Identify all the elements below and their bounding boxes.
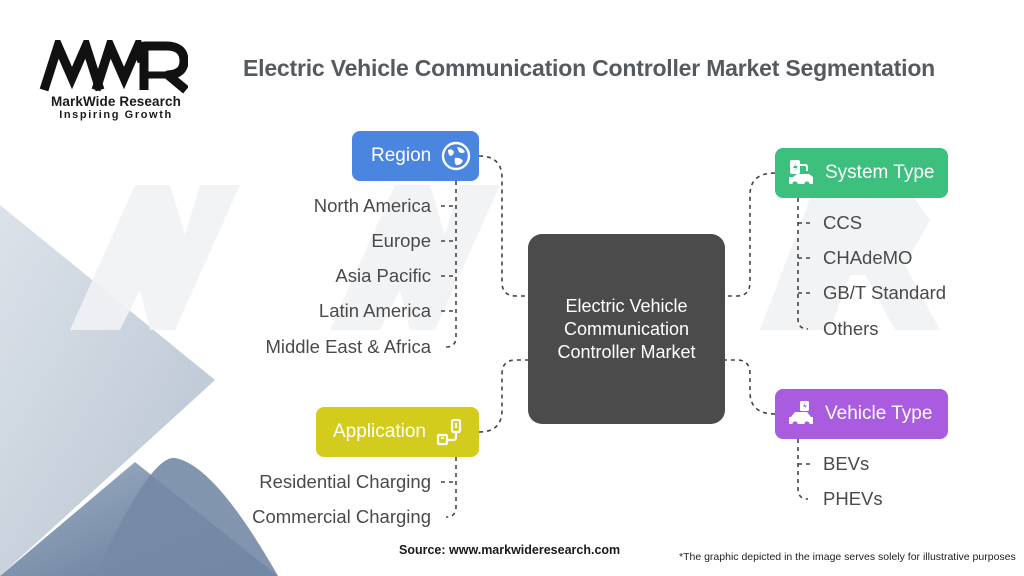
connector-vehicle-center bbox=[725, 359, 776, 415]
connector-application-list bbox=[445, 457, 457, 518]
background-shape-arc bbox=[95, 457, 278, 576]
logo-name: MarkWide Research bbox=[51, 94, 181, 109]
page-title: Electric Vehicle Communication Controlle… bbox=[243, 55, 936, 81]
background-shape-light bbox=[0, 205, 215, 576]
ev-charger-icon bbox=[785, 157, 817, 189]
system-item-gbt-standard: GB/T Standard bbox=[823, 282, 947, 303]
center-node-label: Electric Vehicle Communication Controlle… bbox=[557, 295, 696, 362]
connector-region-center bbox=[478, 155, 528, 297]
application-item-commercial: Commercial Charging bbox=[252, 506, 431, 527]
center-node: Electric Vehicle Communication Controlle… bbox=[528, 234, 725, 424]
watermark bbox=[70, 185, 940, 330]
source-text: Source: www.markwideresearch.com bbox=[399, 543, 621, 557]
category-region: Region bbox=[352, 131, 479, 181]
region-item-asia-pacific: Asia Pacific bbox=[335, 265, 431, 286]
connector-vehicle-list bbox=[797, 439, 809, 500]
globe-icon bbox=[440, 140, 472, 172]
connector-system-center bbox=[725, 172, 776, 297]
vehicle-item-bevs: BEVs bbox=[823, 453, 870, 474]
region-item-middle-east-africa: Middle East & Africa bbox=[265, 336, 431, 357]
category-system-type: System Type bbox=[775, 148, 948, 198]
region-item-europe: Europe bbox=[371, 230, 431, 251]
system-item-ccs: CCS bbox=[823, 212, 863, 233]
vehicle-item-phevs: PHEVs bbox=[823, 488, 883, 509]
region-item-north-america: North America bbox=[313, 195, 431, 216]
category-application-label: Application bbox=[333, 421, 426, 442]
connector-application-center bbox=[478, 359, 528, 433]
application-item-residential: Residential Charging bbox=[259, 471, 431, 492]
electric-car-icon bbox=[785, 398, 817, 430]
logo: MarkWide Research Inspiring Growth bbox=[28, 40, 198, 124]
category-vehicle-type-label: Vehicle Type bbox=[825, 403, 933, 424]
connector-system-list bbox=[797, 198, 809, 330]
region-item-latin-america: Latin America bbox=[318, 300, 431, 321]
system-item-others: Others bbox=[823, 318, 879, 339]
category-system-type-label: System Type bbox=[825, 162, 935, 183]
category-vehicle-type: Vehicle Type bbox=[775, 389, 948, 439]
disclaimer-text: *The graphic depicted in the image serve… bbox=[679, 551, 1016, 563]
connector-region-list bbox=[445, 181, 457, 348]
charging-station-icon bbox=[434, 416, 466, 448]
logo-tagline: Inspiring Growth bbox=[59, 109, 173, 121]
category-application: Application bbox=[316, 407, 479, 457]
category-region-label: Region bbox=[371, 145, 432, 166]
system-item-chademo: CHAdeMO bbox=[823, 247, 913, 268]
logo-mark-icon bbox=[39, 40, 188, 94]
